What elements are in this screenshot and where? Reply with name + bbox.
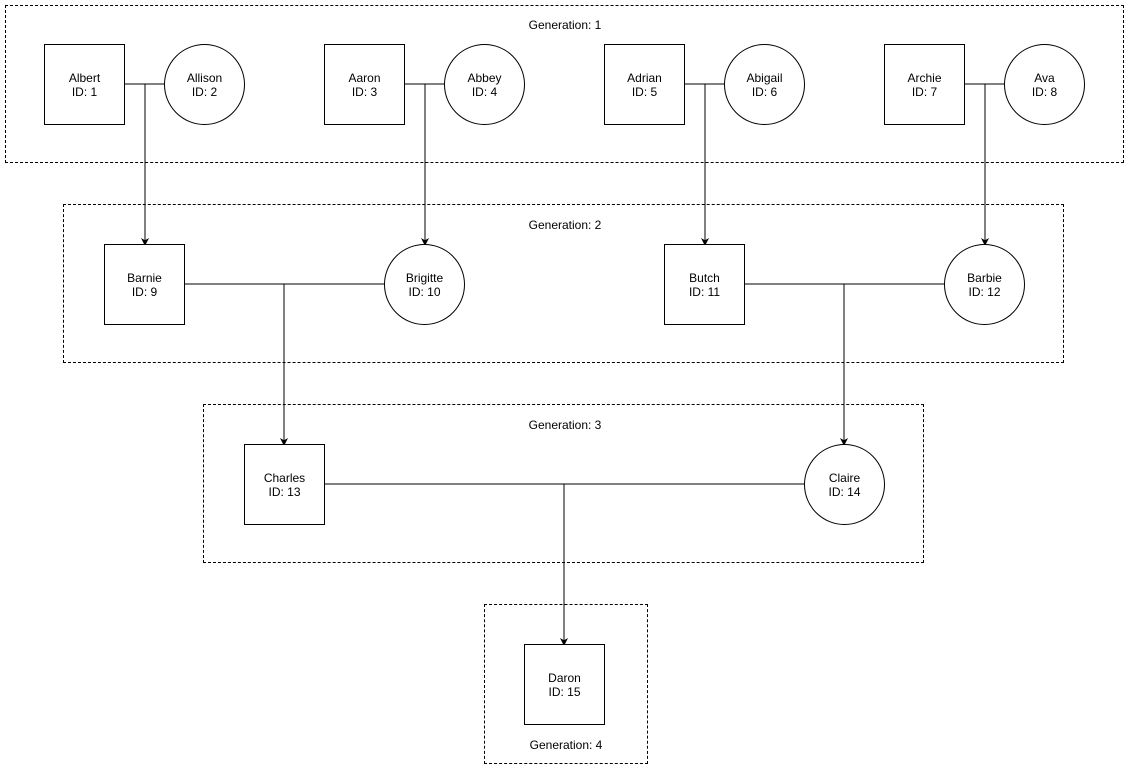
person-name: Albert	[68, 70, 101, 85]
person-id: ID: 7	[911, 84, 938, 99]
person-id: ID: 6	[751, 84, 778, 99]
person-id: ID: 12	[968, 284, 1001, 299]
person-id: ID: 13	[268, 484, 301, 499]
person-id: ID: 9	[131, 284, 158, 299]
person-id: ID: 4	[471, 84, 498, 99]
person-name: Abigail	[746, 70, 783, 85]
person-name: Abbey	[467, 70, 502, 85]
generation-label-2: Generation: 2	[528, 218, 602, 232]
person-name: Daron	[548, 670, 581, 685]
person-name: Claire	[828, 470, 861, 485]
person-name: Ava	[1034, 70, 1055, 85]
generation-group-2	[63, 204, 1064, 363]
generation-label-4: Generation: 4	[529, 738, 603, 752]
person-name: Archie	[907, 70, 942, 85]
person-name: Brigitte	[405, 270, 444, 285]
person-name: Charles	[263, 470, 306, 485]
person-id: ID: 10	[408, 284, 441, 299]
generation-label-3: Generation: 3	[528, 418, 602, 432]
person-id: ID: 11	[688, 284, 721, 299]
generation-group-4	[484, 604, 648, 764]
person-id: ID: 14	[828, 484, 861, 499]
person-name: Barnie	[127, 270, 162, 285]
person-id: ID: 3	[351, 84, 378, 99]
person-id: ID: 5	[631, 84, 658, 99]
person-name: Allison	[186, 70, 223, 85]
generation-group-1	[5, 5, 1124, 163]
generation-label-1: Generation: 1	[528, 18, 602, 32]
person-name: Adrian	[627, 70, 662, 85]
person-name: Aaron	[348, 70, 381, 85]
person-name: Barbie	[967, 270, 1002, 285]
person-id: ID: 8	[1031, 84, 1058, 99]
person-id: ID: 1	[71, 84, 98, 99]
person-id: ID: 2	[191, 84, 218, 99]
person-name: Butch	[689, 270, 720, 285]
person-id: ID: 15	[548, 684, 581, 699]
